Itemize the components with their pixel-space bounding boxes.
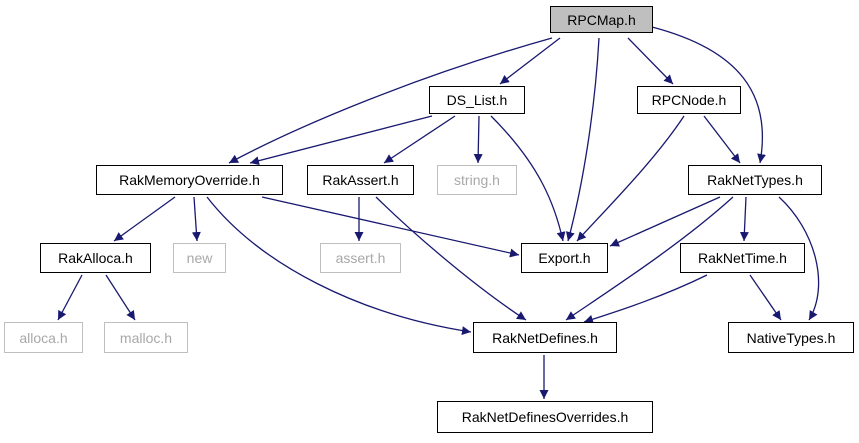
node-label-rakmemoryoverride: RakMemoryOverride.h [119,172,260,188]
edge-rpcnode-to-export [576,115,685,242]
node-label-export: Export.h [538,250,591,266]
node-alloca: alloca.h [4,322,83,353]
node-raknettime[interactable]: RakNetTime.h [680,243,805,273]
edge-rpcmap-to-rpcnode [627,37,674,85]
edge-rakalloca-to-malloc [105,274,136,321]
node-label-string: string.h [454,172,500,188]
node-nativetypes[interactable]: NativeTypes.h [728,322,854,353]
node-assert: assert.h [320,243,401,273]
edge-rakmemoryoverride-to-raknetdefines [206,196,472,336]
edge-rakassert-to-raknetdefines [375,196,527,321]
node-raknettypes[interactable]: RakNetTypes.h [688,165,822,195]
node-rpcmap: RPCMap.h [550,6,653,33]
edge-raknettypes-to-export [609,196,721,247]
edge-raknettime-to-raknetdefines [583,274,708,324]
edge-ds-list-to-string [473,115,483,164]
node-label-alloca: alloca.h [19,329,68,346]
edge-rakmemoryoverride-to-export [261,196,520,258]
edge-ds-list-to-rakmemoryoverride [249,115,433,166]
node-malloc: malloc.h [104,322,188,353]
edge-raknettime-to-nativetypes [749,274,782,321]
node-label-assert: assert.h [335,250,386,266]
edge-raknettypes-to-raknetdefines [565,196,734,321]
node-label-raknetdefinesoverrides: RakNetDefinesOverrides.h [461,409,629,425]
node-rakmemoryoverride[interactable]: RakMemoryOverride.h [96,165,283,195]
node-string: string.h [437,165,517,195]
node-label-ds-list: DS_List.h [446,92,508,108]
node-label-malloc: malloc.h [119,329,173,346]
node-label-new: new [186,250,213,266]
node-ds-list[interactable]: DS_List.h [429,86,525,114]
node-raknetdefinesoverrides[interactable]: RakNetDefinesOverrides.h [437,401,653,433]
node-raknetdefines[interactable]: RakNetDefines.h [473,322,617,353]
node-label-raknetdefines: RakNetDefines.h [492,329,598,346]
edge-rpcmap-to-rakmemoryoverride [228,37,553,164]
node-rakalloca[interactable]: RakAlloca.h [40,243,151,273]
edge-rpcmap-to-raknettypes [651,26,766,164]
edge-ds-list-to-export [490,115,566,242]
edge-ds-list-to-rakassert [383,115,456,164]
node-export[interactable]: Export.h [521,243,608,273]
node-new: new [173,243,226,273]
edge-rpcmap-to-export [565,37,600,242]
edge-rpcmap-to-ds-list [499,37,561,85]
node-rakassert[interactable]: RakAssert.h [307,165,414,195]
edge-rakalloca-to-alloca [57,274,83,321]
edge-rakmemoryoverride-to-rakalloca [113,196,176,242]
node-label-rpcmap: RPCMap.h [567,11,636,28]
node-label-raknettime: RakNetTime.h [698,250,787,266]
edge-raknettypes-to-nativetypes [778,196,820,321]
node-label-rakalloca: RakAlloca.h [58,250,133,266]
edge-rpcnode-to-raknettypes [703,115,741,164]
node-label-nativetypes: NativeTypes.h [746,329,836,346]
node-label-raknettypes: RakNetTypes.h [707,172,803,188]
node-label-rpcnode: RPCNode.h [651,92,727,108]
node-label-rakassert: RakAssert.h [322,172,399,188]
edge-rakmemoryoverride-to-new [191,196,201,242]
node-rpcnode[interactable]: RPCNode.h [637,86,741,114]
edge-raknettypes-to-raknettime [739,196,749,242]
